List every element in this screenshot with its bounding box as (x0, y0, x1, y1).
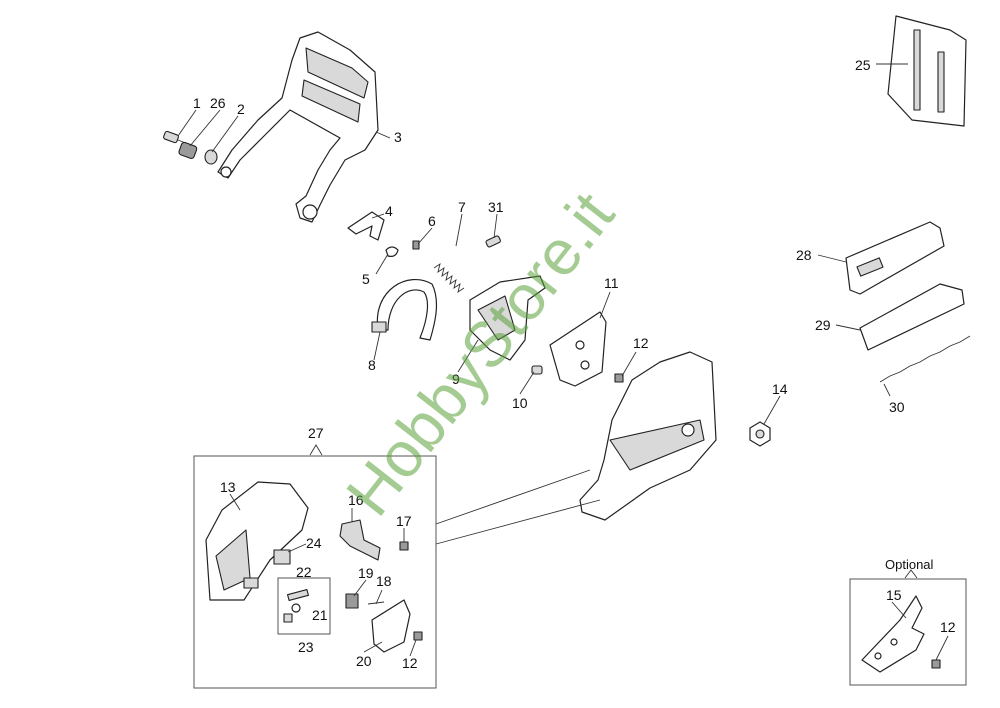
callout-27: 27 (308, 425, 324, 441)
callout-22: 22 (296, 564, 312, 580)
nut-part-14 (749, 421, 771, 447)
callout-25: 25 (855, 57, 871, 73)
tool-part-25 (887, 15, 967, 127)
callout-31: 31 (488, 199, 504, 215)
callout-24: 24 (306, 535, 322, 551)
callout-19: 19 (358, 565, 374, 581)
pin-part-19 (345, 593, 359, 609)
callout-2: 2 (237, 101, 245, 117)
washer-part-2 (204, 149, 218, 165)
callout-28: 28 (796, 247, 812, 263)
chain-part-30 (879, 335, 971, 383)
plate-part-20 (371, 599, 411, 653)
pin-part-31 (485, 235, 501, 248)
pad-part-24 (243, 549, 291, 589)
screw-part-10 (531, 365, 543, 375)
callout-18: 18 (376, 573, 392, 589)
callout-12-a: 12 (633, 335, 649, 351)
brake-band-part-8 (371, 279, 438, 341)
front-handle-part (217, 31, 379, 223)
screw-part-12c (931, 659, 941, 669)
spring-part-5 (385, 246, 399, 257)
screw-part-17 (399, 541, 409, 551)
callout-11: 11 (604, 275, 619, 291)
callout-13: 13 (220, 479, 236, 495)
callout-4: 4 (385, 203, 393, 219)
bar-cover-part-28 (845, 221, 945, 295)
sprocket-cover-part (579, 351, 717, 521)
callout-17: 17 (396, 513, 412, 529)
leader-lines (177, 109, 949, 661)
callout-12-b: 12 (402, 655, 418, 671)
guide-bar-part-29 (859, 283, 965, 351)
callout-5: 5 (362, 271, 370, 287)
callout-8: 8 (368, 357, 376, 373)
callout-9: 9 (452, 371, 460, 387)
optional-label: Optional (885, 557, 934, 572)
bolt-part-22 (283, 588, 309, 623)
callout-21: 21 (312, 607, 328, 623)
callout-23: 23 (298, 639, 314, 655)
callout-3: 3 (394, 129, 402, 145)
callout-30: 30 (889, 399, 905, 415)
pin-part-6 (412, 240, 420, 250)
adjuster-part-16 (339, 519, 381, 561)
callout-15: 15 (886, 587, 902, 603)
bushing-part-26 (178, 141, 198, 160)
spring-part-7 (433, 262, 465, 294)
callout-14: 14 (772, 381, 788, 397)
plate-part-11 (549, 311, 607, 387)
lever-part-4 (347, 211, 385, 241)
callout-6: 6 (428, 213, 436, 229)
callout-26: 26 (210, 95, 226, 111)
nut-part-12a (614, 373, 624, 383)
callout-20: 20 (356, 653, 372, 669)
brake-mechanism-part-9 (469, 275, 546, 361)
subgroup-frame-23 (277, 577, 331, 635)
optional-frame (849, 578, 967, 686)
callout-12-c: 12 (940, 619, 956, 635)
screw-part-1 (163, 130, 189, 145)
screw-part-12b (413, 631, 423, 641)
callout-16: 16 (348, 492, 364, 508)
callout-10: 10 (512, 395, 528, 411)
callout-29: 29 (815, 317, 831, 333)
callout-1: 1 (193, 95, 201, 111)
callout-7: 7 (458, 199, 466, 215)
spike-part-15 (861, 595, 925, 673)
assembly-frame-27 (193, 455, 437, 689)
